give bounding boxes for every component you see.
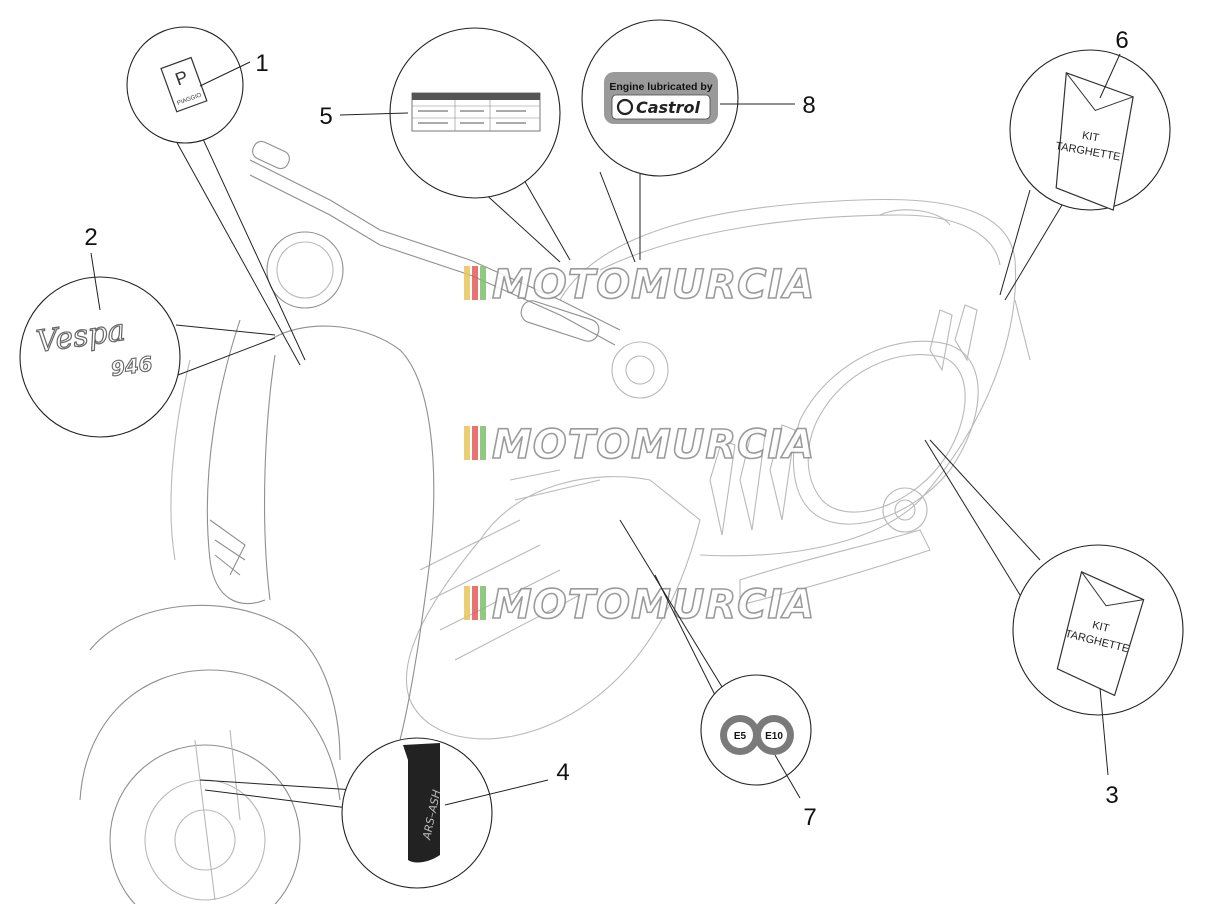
callout-4-decal: ARS–ASH 4 [199,737,570,889]
pressure-label-sticker [411,92,541,132]
watermark-text-3: MOTOMURCIA [492,582,815,628]
callout-7-fuel: E5 E10 7 [619,519,817,831]
callout-number-3: 3 [1105,782,1118,809]
kit-top-line1: KIT [1081,130,1100,145]
ars-ash-decal: ARS–ASH [403,743,443,863]
logo-946-text: 946 [109,351,154,381]
callout-number-4: 4 [556,759,569,786]
callout-8-castrol: Engine lubricated by Castrol 8 [581,19,816,263]
castrol-mark-icon [616,98,634,116]
callout-1-badge: P PIAGGIO 1 [126,26,306,366]
watermark-1: MOTOMURCIA [464,261,815,309]
piaggio-badge: P PIAGGIO [160,56,208,113]
fuel-badge: E5 E10 [720,715,794,755]
callout-2-logo: 2 Vespa 946 [19,224,276,438]
watermark-text-1: MOTOMURCIA [492,262,815,308]
kit-bag-top: KIT TARGHETTE [1054,72,1134,211]
callout-number-7: 7 [803,804,816,831]
callout-number-8: 8 [802,92,815,119]
callout-number-5: 5 [319,103,332,130]
scooter-line-art [79,140,1031,904]
callout-number-6: 6 [1115,27,1128,54]
callout-5-pressure-label: 5 [319,27,571,263]
watermark-2: MOTOMURCIA [464,421,815,469]
castrol-sticker: Engine lubricated by Castrol [604,72,718,124]
kit-bottom-line1: KIT [1091,619,1111,635]
watermark-3: MOTOMURCIA [464,581,815,629]
callout-3-kit-bottom: KIT TARGHETTE 3 [924,439,1184,809]
callout-number-1: 1 [255,50,268,77]
castrol-brand-text: Castrol [636,98,701,117]
castrol-line1-text: Engine lubricated by [609,81,712,93]
kit-bag-bottom: KIT TARGHETTE [1056,570,1145,697]
callout-6-kit-top: KIT TARGHETTE 6 [999,27,1171,301]
watermark-text-2: MOTOMURCIA [492,422,815,468]
fuel-e5-text: E5 [734,731,747,742]
fuel-e10-text: E10 [765,731,783,742]
callout-number-2: 2 [84,224,97,251]
